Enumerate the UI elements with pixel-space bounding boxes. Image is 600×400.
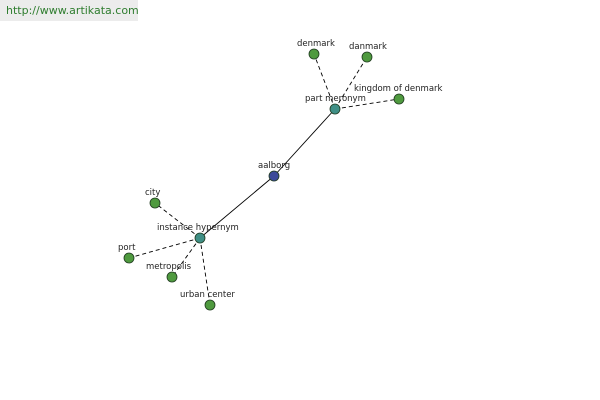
node-label-city: city [145, 188, 160, 198]
node-part-meronym[interactable]: part meronym [305, 94, 366, 115]
node-instance-hypernym[interactable]: instance hypernym [157, 223, 239, 244]
node-label-denmark: denmark [297, 39, 335, 49]
site-url-banner[interactable]: http://www.artikata.com [0, 0, 139, 21]
node-dot-city[interactable] [149, 197, 161, 209]
edge-instance-hypernym-metropolis [171, 237, 201, 278]
node-urban-center[interactable]: urban center [180, 290, 235, 311]
node-label-kingdom-of-denmark: kingdom of denmark [354, 84, 443, 94]
node-dot-instance-hypernym[interactable] [194, 232, 206, 244]
node-port[interactable]: port [118, 243, 136, 264]
edge-aalborg-instance-hypernym [199, 175, 275, 239]
node-label-port: port [118, 243, 136, 253]
node-label-part-meronym: part meronym [305, 94, 366, 104]
edge-part-meronym-danmark [334, 56, 368, 110]
edge-part-meronym-denmark [313, 53, 336, 110]
node-danmark[interactable]: danmark [349, 42, 387, 63]
edge-instance-hypernym-urban-center [199, 237, 211, 306]
node-dot-kingdom-of-denmark[interactable] [393, 93, 405, 105]
node-aalborg[interactable]: aalborg [258, 161, 290, 182]
node-denmark[interactable]: denmark [297, 39, 335, 60]
node-kingdom-of-denmark[interactable]: kingdom of denmark [354, 84, 443, 105]
node-dot-part-meronym[interactable] [329, 103, 341, 115]
node-dot-aalborg[interactable] [268, 170, 280, 182]
graph-edges [128, 53, 400, 306]
node-dot-danmark[interactable] [361, 51, 373, 63]
edge-instance-hypernym-port [128, 237, 201, 259]
edge-part-meronym-kingdom-of-denmark [334, 98, 400, 110]
graph-nodes: aalborg part meronym denmark danmark kingdom… [118, 39, 443, 311]
edge-instance-hypernym-city [154, 202, 201, 239]
node-label-instance-hypernym: instance hypernym [157, 223, 239, 233]
node-label-metropolis: metropolis [146, 262, 192, 272]
node-metropolis[interactable]: metropolis [146, 262, 192, 283]
edge-aalborg-part-meronym [273, 108, 336, 177]
node-dot-metropolis[interactable] [166, 271, 178, 283]
node-dot-denmark[interactable] [308, 48, 320, 60]
node-city[interactable]: city [145, 188, 161, 209]
node-label-urban-center: urban center [180, 290, 235, 300]
node-label-aalborg: aalborg [258, 161, 290, 171]
node-dot-port[interactable] [123, 252, 135, 264]
node-label-danmark: danmark [349, 42, 387, 52]
node-dot-urban-center[interactable] [204, 299, 216, 311]
